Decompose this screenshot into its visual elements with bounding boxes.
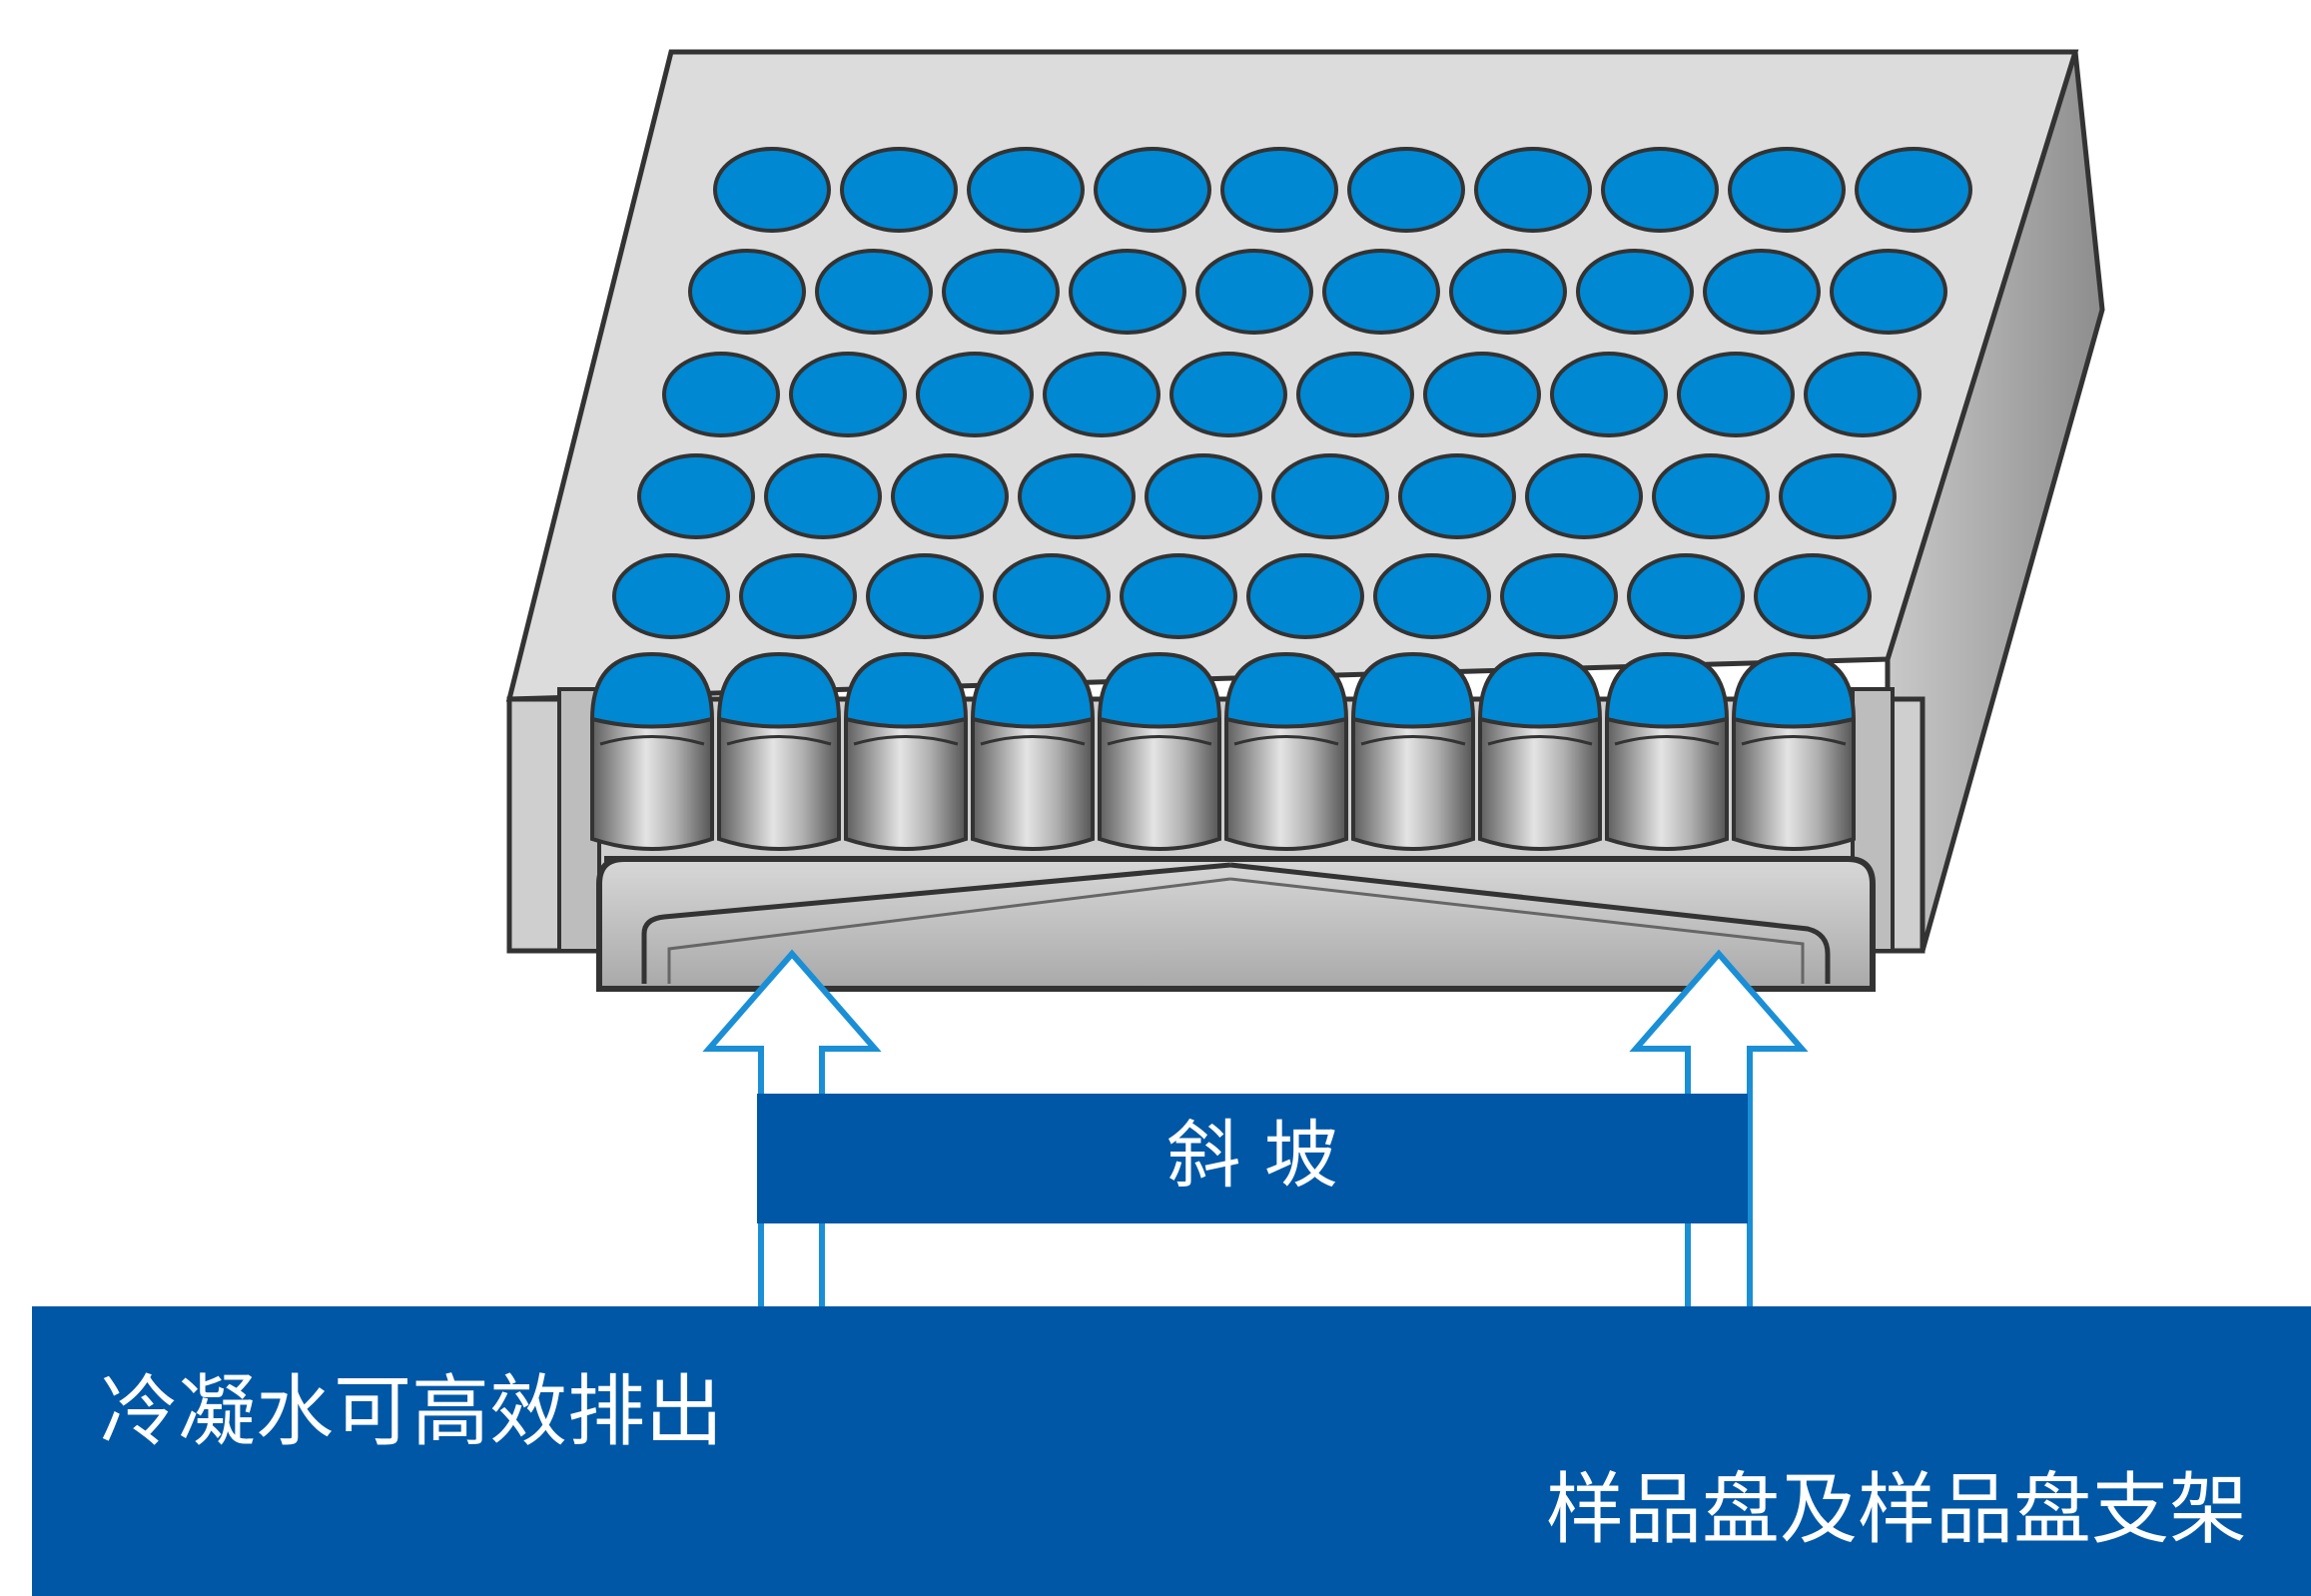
well-r5-c10 [1754, 553, 1872, 639]
well-r1-c3 [967, 147, 1085, 233]
well-r3-c7 [1423, 352, 1541, 437]
well-r2-c1 [688, 249, 806, 335]
well-r5-c7 [1373, 553, 1491, 639]
well-r4-c7 [1398, 453, 1516, 539]
well-r2-c4 [1069, 249, 1186, 335]
tube-cap [1604, 651, 1730, 729]
well-r4-c8 [1525, 453, 1643, 539]
slope-label-overlay: 斜 坡 [1166, 1113, 1338, 1198]
tube-cap [843, 651, 969, 729]
well-r1-c8 [1601, 147, 1719, 233]
well-r4-c6 [1271, 453, 1389, 539]
well-r5-c9 [1627, 553, 1745, 639]
tube-5 [1097, 651, 1222, 851]
bottom-band [32, 1306, 2311, 1596]
slope-band-overlay [757, 1094, 1748, 1223]
tube-rim [1614, 735, 1720, 746]
well-grid [612, 147, 1972, 639]
tube-rim [980, 735, 1086, 746]
well-r5-c4 [993, 553, 1111, 639]
well-r3-c4 [1043, 352, 1160, 437]
well-r1-c2 [840, 147, 958, 233]
tray-slope-right-inner [1229, 877, 1805, 984]
tube-cap [589, 651, 715, 729]
well-r3-c8 [1550, 352, 1668, 437]
well-r2-c7 [1449, 249, 1567, 335]
tray-label: 样品盘及样品盘支架 [1546, 1465, 2247, 1555]
tube-rim [599, 735, 705, 746]
well-r5-c6 [1246, 553, 1364, 639]
tube-cap [1223, 651, 1349, 729]
tube-rim [853, 735, 959, 746]
well-r2-c9 [1703, 249, 1821, 335]
well-r2-c2 [815, 249, 933, 335]
well-r4-c4 [1018, 453, 1136, 539]
well-r5-c3 [866, 553, 984, 639]
well-r3-c1 [662, 352, 780, 437]
tube-1 [589, 651, 715, 851]
tube-4 [970, 651, 1096, 851]
tube-cap [1097, 651, 1222, 729]
tube-cap [1477, 651, 1603, 729]
well-r3-c3 [916, 352, 1034, 437]
well-r2-c8 [1576, 249, 1694, 335]
well-r5-c1 [612, 553, 730, 639]
well-r3-c9 [1677, 352, 1795, 437]
tray-slope-right [1229, 862, 1831, 984]
tube-rim [1107, 735, 1212, 746]
tray-slope-left [641, 862, 1231, 984]
tube-rim [726, 735, 832, 746]
tube-cap [1731, 651, 1857, 729]
well-r1-c5 [1220, 147, 1338, 233]
tube-rim [1233, 735, 1339, 746]
well-r2-c6 [1322, 249, 1440, 335]
drain-tray [596, 856, 1876, 992]
well-r1-c6 [1347, 147, 1465, 233]
well-r1-c4 [1094, 147, 1211, 233]
well-r1-c9 [1728, 147, 1846, 233]
well-r5-c2 [739, 553, 857, 639]
well-r4-c1 [637, 453, 755, 539]
well-r4-c3 [891, 453, 1009, 539]
well-r2-c3 [942, 249, 1060, 335]
well-r3-c10 [1804, 352, 1922, 437]
tube-rim [1360, 735, 1466, 746]
tray-slope-left-inner [667, 877, 1231, 984]
well-r3-c6 [1296, 352, 1414, 437]
well-r5-c8 [1500, 553, 1618, 639]
well-r4-c10 [1779, 453, 1897, 539]
tube-3 [843, 651, 969, 851]
tube-2 [716, 651, 842, 851]
tube-row [589, 651, 1857, 851]
well-r2-c5 [1195, 249, 1313, 335]
well-r4-c2 [764, 453, 882, 539]
tube-10 [1731, 651, 1857, 851]
tube-cap [1350, 651, 1476, 729]
tube-rim [1487, 735, 1593, 746]
well-r3-c2 [789, 352, 907, 437]
tube-cap [716, 651, 842, 729]
well-r1-c7 [1474, 147, 1592, 233]
tube-8 [1477, 651, 1603, 851]
well-r2-c10 [1830, 249, 1947, 335]
well-r3-c5 [1169, 352, 1287, 437]
well-r5-c5 [1120, 553, 1237, 639]
well-r4-c9 [1652, 453, 1770, 539]
tube-9 [1604, 651, 1730, 851]
well-r4-c5 [1145, 453, 1262, 539]
tube-rim [1741, 735, 1847, 746]
tube-cap [970, 651, 1096, 729]
condensate-label: 冷凝水可高效排出 [100, 1367, 723, 1457]
tube-6 [1223, 651, 1349, 851]
tube-7 [1350, 651, 1476, 851]
well-r1-c1 [713, 147, 831, 233]
well-r1-c10 [1855, 147, 1972, 233]
